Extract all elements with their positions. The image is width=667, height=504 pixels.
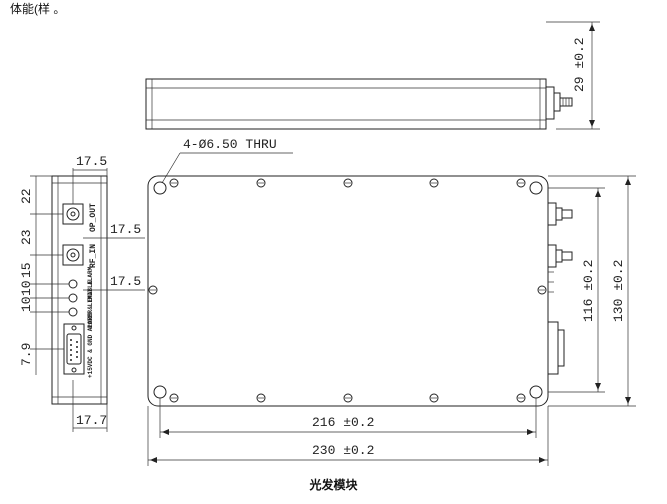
dim-height-116: 116 ±0.2 xyxy=(581,260,596,322)
dim-17-5-mid1: 17.5 xyxy=(110,222,141,237)
dim-17-5-top: 17.5 xyxy=(76,154,107,169)
dim-23: 23 xyxy=(19,229,34,245)
op-out-connector-icon xyxy=(62,203,84,225)
dim-height-130: 130 ±0.2 xyxy=(611,260,626,322)
screw-icon xyxy=(148,178,547,403)
mounting-hole-icon xyxy=(153,181,543,399)
dim-7-9: 7.9 xyxy=(19,343,34,366)
top-profile-view: 29 ±0.2 xyxy=(145,21,600,130)
rf-in-connector-icon xyxy=(62,244,84,266)
label-power-supply: +15VDC & GND ALARM & ENABLE xyxy=(87,280,94,378)
led-indicator-icon xyxy=(68,279,78,317)
dim-height-29: 29 ±0.2 xyxy=(572,37,587,92)
dim-22: 22 xyxy=(19,188,34,204)
dim-17-7: 17.7 xyxy=(76,413,107,428)
cropped-header-text: 体能(样 。 xyxy=(10,2,66,16)
hole-note: 4-Ø6.50 THRU xyxy=(183,137,277,152)
dim-10a: 10 xyxy=(19,280,34,296)
label-op-out: OP_OUT xyxy=(89,203,98,232)
main-plan-view: 216 ±0.2 230 ±0.2 116 ±0.2 130 ±0.2 xyxy=(147,175,636,466)
dim-10b: 10 xyxy=(19,296,34,312)
connector-panel-view: OP_OUT RF_IN POWER LIMIT ALARM +15VDC & … xyxy=(19,154,145,432)
dim-width-230: 230 ±0.2 xyxy=(312,443,374,458)
db9-connector-icon xyxy=(63,323,85,375)
figure-caption: 光发模块 xyxy=(309,478,358,492)
dim-17-5-mid2: 17.5 xyxy=(110,274,141,289)
label-rf-in: RF_IN xyxy=(89,244,98,268)
dim-15: 15 xyxy=(19,262,34,278)
label-power-alarm: POWER LIMIT ALARM xyxy=(87,266,94,328)
dim-width-216: 216 ±0.2 xyxy=(312,415,374,430)
